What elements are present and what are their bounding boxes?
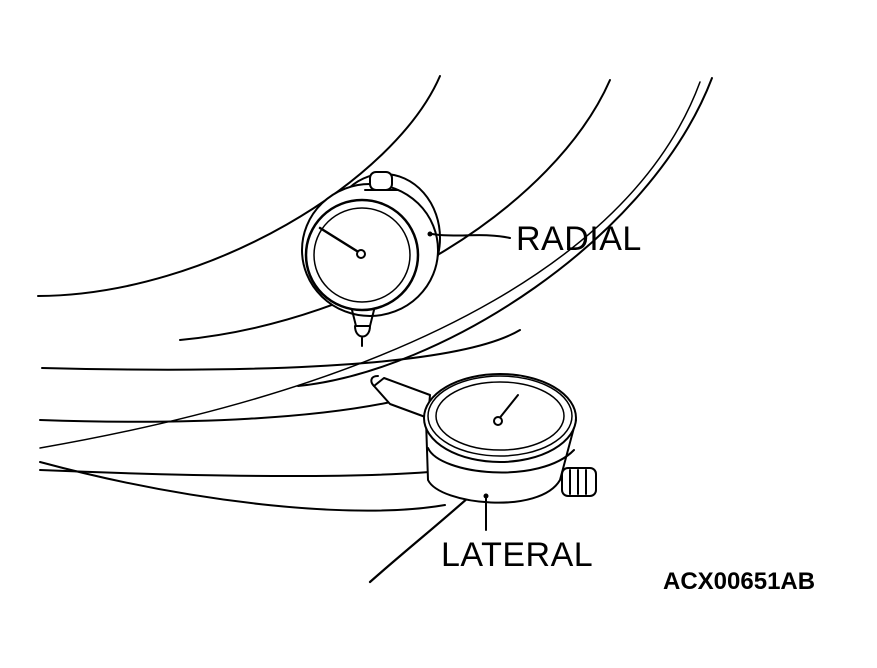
lateral-gauge	[370, 373, 597, 504]
radial-gauge	[301, 171, 441, 347]
lateral-label: LATERAL	[441, 536, 594, 574]
dial-indicator-icon	[370, 373, 597, 504]
dial-indicator-icon	[301, 171, 441, 347]
radial-label: RADIAL	[516, 220, 642, 258]
figure-code: ACX00651AB	[663, 568, 816, 595]
radial-leader-line	[431, 233, 511, 239]
tire-icon	[37, 75, 713, 584]
